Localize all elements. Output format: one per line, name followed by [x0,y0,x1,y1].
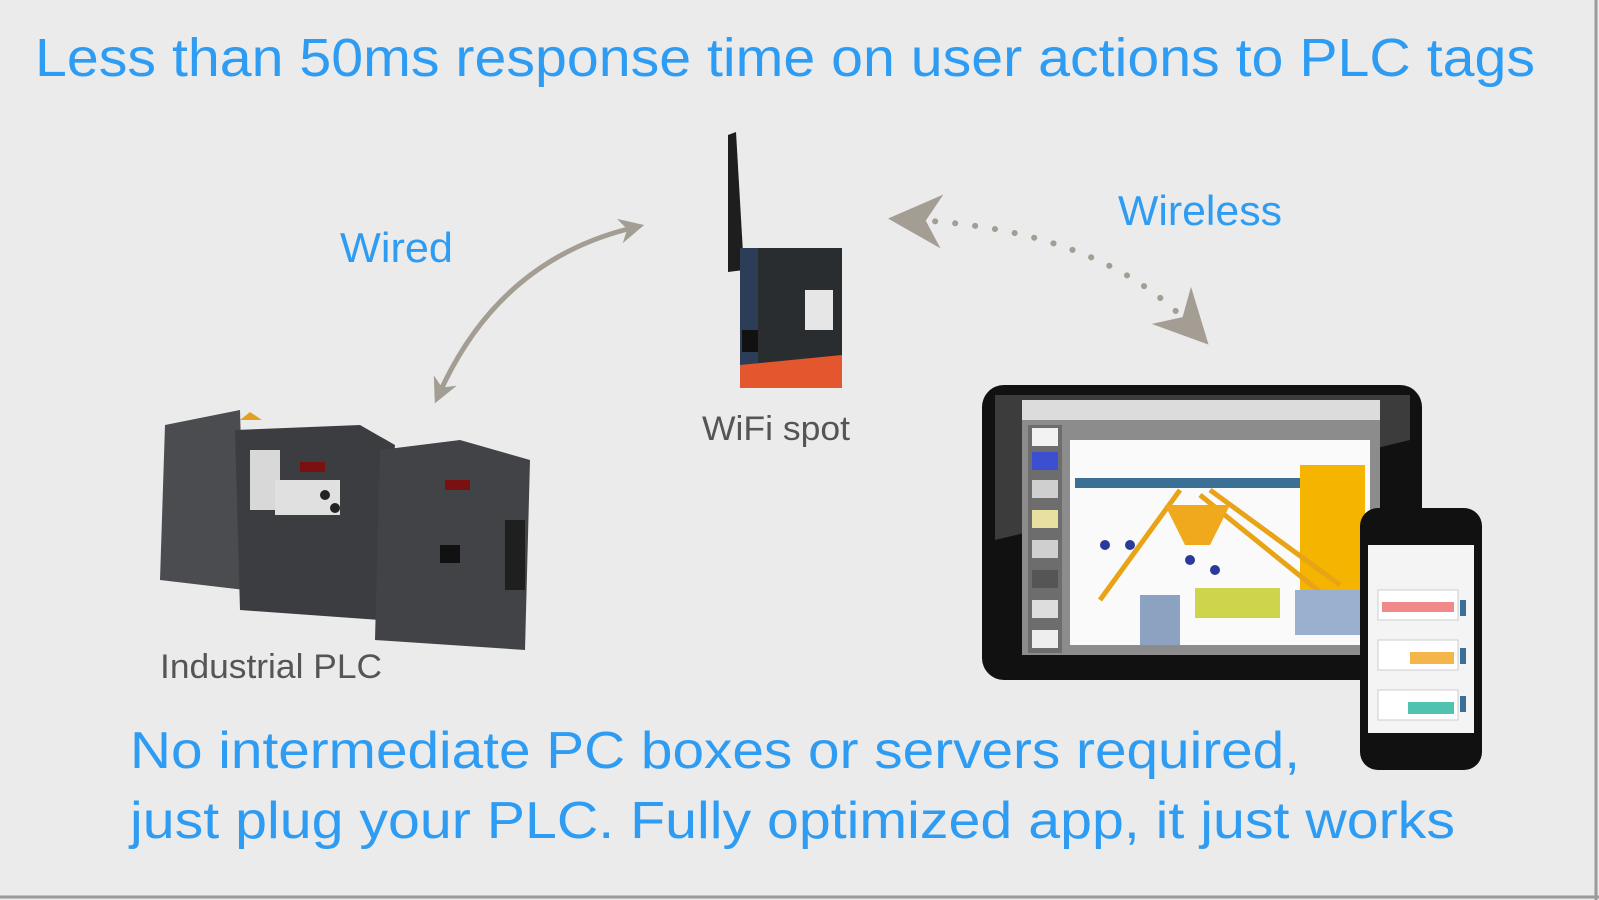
smartphone-trends-icon [1360,508,1482,770]
slide-title: Less than 50ms response time on user act… [35,28,1535,88]
footer-line-1: No intermediate PC boxes or servers requ… [130,722,1300,780]
wired-arrow [433,218,645,404]
wired-label: Wired [340,224,453,271]
industrial-plc-icon [160,410,530,650]
tablet-hmi-icon [982,385,1422,680]
wireless-label: Wireless [1118,187,1282,234]
wifi-access-point-icon [728,132,842,388]
wireless-arrow [888,194,1209,345]
wifi-spot-label: WiFi spot [702,410,851,448]
industrial-plc-label: Industrial PLC [160,648,382,686]
footer-line-2: just plug your PLC. Fully optimized app,… [128,792,1455,850]
